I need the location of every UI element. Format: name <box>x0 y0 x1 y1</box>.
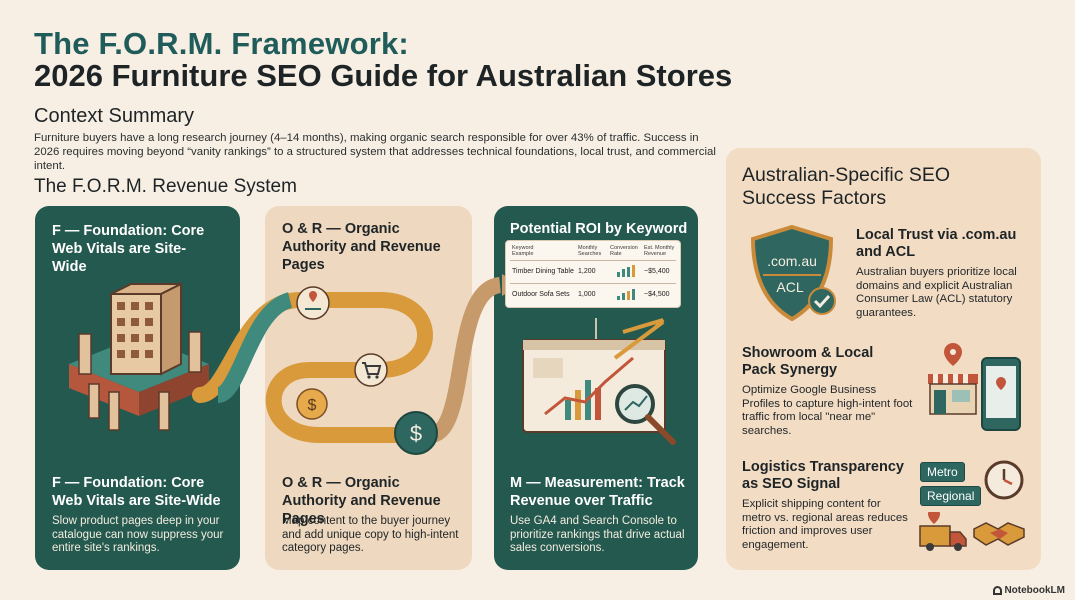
roi-header-revenue: Est. Monthly Revenue <box>644 245 675 257</box>
roi-table: Keyword Example Monthly Searches Convers… <box>505 240 681 308</box>
delivery-truck-icon <box>919 512 967 551</box>
sidebar-item1-text: Australian buyers prioritize local domai… <box>856 266 1017 319</box>
panel-m-top-title: Potential ROI by Keyword <box>510 221 688 237</box>
brand-logo-icon <box>992 585 1002 595</box>
panel-foundation: F — Foundation: Core Web Vitals are Site… <box>35 206 240 570</box>
sidebar-item3-title: Logistics Transparency as SEO Signal <box>742 459 904 492</box>
storefront-phone-icon <box>928 343 1021 431</box>
roi-row2-revenue: ~$4,500 <box>644 291 670 298</box>
brand-text: NotebookLM <box>1004 585 1065 596</box>
regional-tag: Regional <box>920 486 982 506</box>
coin-icon: $ <box>296 388 328 420</box>
sidebar-item3-text: Explicit shipping content for metro vs. … <box>742 498 908 551</box>
roi-row2-keyword: Outdoor Sofa Sets <box>512 291 570 298</box>
metro-tag: Metro <box>920 462 965 482</box>
cart-icon <box>354 353 388 387</box>
svg-text:$: $ <box>308 397 317 414</box>
roi-row1-keyword: Timber Dining Table <box>512 268 574 275</box>
clock-icon <box>984 460 1024 500</box>
panel-foundation-top-title: F — Foundation: Core Web Vitals are Site… <box>52 223 205 275</box>
roi-header-searches: Monthly Searches <box>578 245 602 257</box>
roi-row1-searches: 1,200 <box>578 268 596 275</box>
svg-text:$: $ <box>410 421 422 446</box>
sidebar-item2-text: Optimize Google Business Profiles to cap… <box>742 384 913 437</box>
roi-header-conversion: Conversion Rate <box>610 245 638 257</box>
context-heading: Context Summary <box>34 105 195 127</box>
roi-header-keyword: Keyword Example <box>512 245 534 257</box>
system-heading: The F.O.R.M. Revenue System <box>34 176 297 197</box>
sidebar-heading: Australian-Specific SEO Success Factors <box>742 164 951 209</box>
roi-row1-revenue: ~$5,400 <box>644 268 670 275</box>
brand-label: NotebookLM <box>992 585 1065 596</box>
panel-m-text: Use GA4 and Search Console to prioritize… <box>510 515 685 554</box>
panel-or-top-title: O & R — Organic Authority and Revenue Pa… <box>282 221 441 273</box>
location-route-icon <box>296 286 330 320</box>
sidebar-item1-title: Local Trust via .com.au and ACL <box>856 227 1017 260</box>
shield-domain-label: .com.au <box>767 253 817 269</box>
shield-acl-label: ACL <box>776 279 804 295</box>
shield-icon <box>750 224 836 322</box>
roi-row2-bars-icon <box>617 289 635 300</box>
panel-foundation-bottom-title: F — Foundation: Core Web Vitals are Site… <box>52 475 221 509</box>
roi-row1-bars-icon <box>617 265 635 277</box>
page-title-line2: 2026 Furniture SEO Guide for Australian … <box>34 58 733 93</box>
handshake-icon <box>973 522 1025 546</box>
panel-m-bottom-title: M — Measurement: Track Revenue over Traf… <box>510 475 685 509</box>
analytics-dashboard-icon <box>522 318 676 445</box>
panel-foundation-text: Slow product pages deep in your catalogu… <box>52 515 224 554</box>
dollar-icon: $ <box>394 411 438 455</box>
context-text: Furniture buyers have a long research jo… <box>34 132 716 172</box>
panel-or-bottom-title: O & R — Organic Authority and Revenue Pa… <box>282 475 441 527</box>
building-icon <box>69 282 209 431</box>
roi-row2-searches: 1,000 <box>578 291 596 298</box>
sidebar-item2-title: Showroom & Local Pack Synergy <box>742 345 874 378</box>
panel-or-text: Map content to the buyer journey and add… <box>282 515 459 554</box>
page-title-line1: The F.O.R.M. Framework: <box>34 26 409 61</box>
